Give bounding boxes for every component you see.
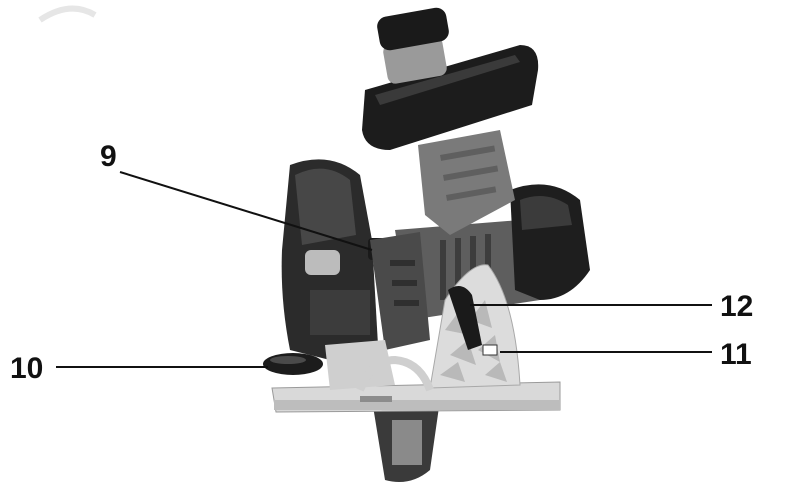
callout-label-9: 9: [100, 140, 117, 173]
leader-line-9: [119, 171, 373, 251]
grip-texture: [440, 145, 499, 201]
motor-vents: [440, 234, 491, 300]
gearbox: [370, 232, 430, 350]
bevel-lock-lever: [448, 286, 482, 350]
watermark-mark: [38, 5, 97, 23]
saw-illustration: [263, 7, 590, 483]
base-plate-edge: [274, 400, 560, 410]
bevel-indicator: [482, 344, 498, 356]
guard-window: [305, 250, 340, 275]
callout-12: 12: [470, 290, 753, 323]
callout-10: 10: [10, 352, 268, 385]
guard-lower-panel: [310, 290, 370, 335]
blade-lower-highlight: [392, 420, 422, 465]
handle-grip: [418, 130, 515, 235]
gearbox-ribs: [390, 260, 419, 306]
base-plate-slot: [360, 396, 392, 402]
depth-lock-knob-highlight: [270, 356, 306, 364]
blade-guard-edge: [295, 168, 356, 245]
front-support: [356, 355, 434, 392]
callout-label-11: 11: [720, 338, 752, 371]
callout-label-12: 12: [720, 290, 753, 323]
front-foot: [325, 340, 395, 390]
top-handle-highlight: [375, 55, 520, 105]
battery-highlight: [520, 196, 572, 230]
callout-9: 9: [100, 140, 373, 251]
top-handle: [362, 45, 539, 150]
callout-11: 11: [500, 338, 752, 371]
top-knob-cap: [377, 7, 449, 51]
callout-label-10: 10: [10, 352, 43, 385]
